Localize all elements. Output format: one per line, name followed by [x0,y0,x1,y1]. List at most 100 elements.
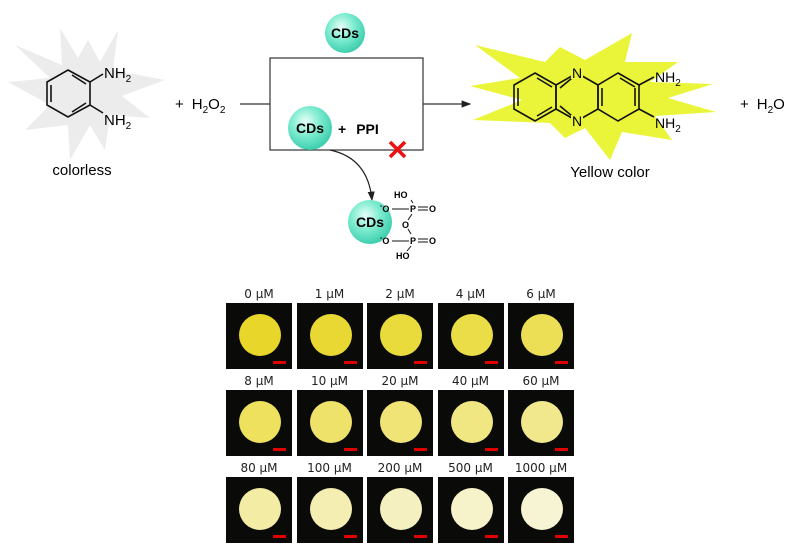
amine-top: NH2 [104,65,132,85]
panel: 500 μM [437,459,504,546]
svg-text:-O: -O [380,203,389,214]
pyrophosphate-bonds [392,199,428,252]
scale-bar [273,361,286,364]
scale-bar [484,535,498,538]
cds-label-box: CDs [296,120,324,136]
scale-bar [273,448,286,451]
sample-spot [521,401,563,443]
concentration-label: 40 μM [451,374,490,388]
phenazine-n-bottom: N [572,113,582,129]
panel: 8 μM [226,372,292,459]
panel: 6 μM [508,285,574,372]
reaction-scheme: NH2 NH2 colorless +H2O2 CDs CDs +PPI CDs… [8,13,785,261]
product-amine-top: NH2 [655,69,681,89]
amine-bottom: NH2 [104,112,132,132]
sample-photo [226,477,292,543]
concentration-label: 6 μM [526,287,556,301]
o-phenylenediamine-structure [46,69,104,118]
scale-bar [484,448,498,451]
concentration-label: 60 μM [522,374,560,388]
sample-spot [309,488,352,530]
sample-photo [508,477,574,543]
sample-spot [450,488,493,530]
svg-text:O: O [429,236,436,246]
scale-bar [484,361,498,364]
svg-text:-O: -O [380,235,389,246]
curved-arrow [329,149,375,202]
phenazine-n-top: N [572,65,582,81]
sample-photo [508,303,574,369]
sample-photo [296,477,363,543]
plus-h2o2: +H2O2 [175,96,226,116]
svg-text:O: O [429,204,436,214]
concentration-label: 20 μM [381,374,419,388]
scale-bar [273,535,286,538]
sample-spot [380,401,422,443]
panel: 0 μM [226,285,292,372]
colorless-label: colorless [52,162,111,179]
concentration-label: 1 μM [314,287,345,301]
concentration-label: 4 μM [455,287,486,301]
sample-photo [367,477,433,543]
svg-text:O: O [402,220,409,230]
sample-photo [437,390,504,456]
svg-text:HO: HO [394,190,408,200]
sample-spot [380,488,422,530]
sample-photo [437,477,504,543]
sample-spot [239,488,281,530]
scale-bar [414,535,427,538]
panel: 200 μM [367,459,433,546]
product-amine-bottom: NH2 [655,115,681,135]
reaction-condition-box [240,57,472,151]
panel: 1 μM [296,285,363,372]
sample-spot [450,401,493,443]
concentration-label: 0 μM [244,287,274,301]
sample-photo [226,303,292,369]
sample-spot [239,401,281,443]
sample-photo [296,390,363,456]
scale-bar [343,448,357,451]
concentration-label: 500 μM [448,461,493,475]
scale-bar [343,361,357,364]
sample-photo [367,390,433,456]
sample-spot [309,401,352,443]
yellow-color-label: Yellow color [570,164,650,181]
sample-spot [450,314,493,356]
svg-text:P: P [410,204,416,214]
panel: 1000 μM [508,459,574,546]
concentration-label: 1000 μM [514,461,568,475]
diaminophenazine-structure [513,72,655,122]
scale-bar [555,448,568,451]
concentration-label: 8 μM [244,374,274,388]
cds-label-top: CDs [331,25,359,41]
svg-text:HO: HO [396,251,410,261]
panel: 40 μM [437,372,504,459]
sample-photo [296,303,363,369]
cds-particle-bound [348,200,392,244]
panel: 100 μM [296,459,363,546]
panel: 20 μM [367,372,433,459]
sample-photo [508,390,574,456]
scale-bar [414,448,427,451]
concentration-panel-grid: 0 μM 1 μM 2 μM 4 μM 6 μM 8 μM 10 μM 20 μM 40 μM 6… [226,285,574,546]
sample-photo [437,303,504,369]
scale-bar [343,535,357,538]
pyrophosphate-structure: HO -O P O O -O P O HO [380,190,436,261]
plus-ppi: +PPI [338,121,379,137]
scale-bar [414,361,427,364]
panel: 60 μM [508,372,574,459]
sample-photo [367,303,433,369]
sample-photo [226,390,292,456]
panel: 2 μM [367,285,433,372]
scale-bar [555,361,568,364]
panel: 80 μM [226,459,292,546]
sample-spot [521,314,563,356]
concentration-label: 200 μM [377,461,423,475]
scale-bar [555,535,568,538]
panel: 4 μM [437,285,504,372]
cds-particle-box [288,106,332,150]
sample-spot [239,314,281,356]
panel: 10 μM [296,372,363,459]
product-burst [470,33,716,160]
concentration-label: 80 μM [240,461,278,475]
